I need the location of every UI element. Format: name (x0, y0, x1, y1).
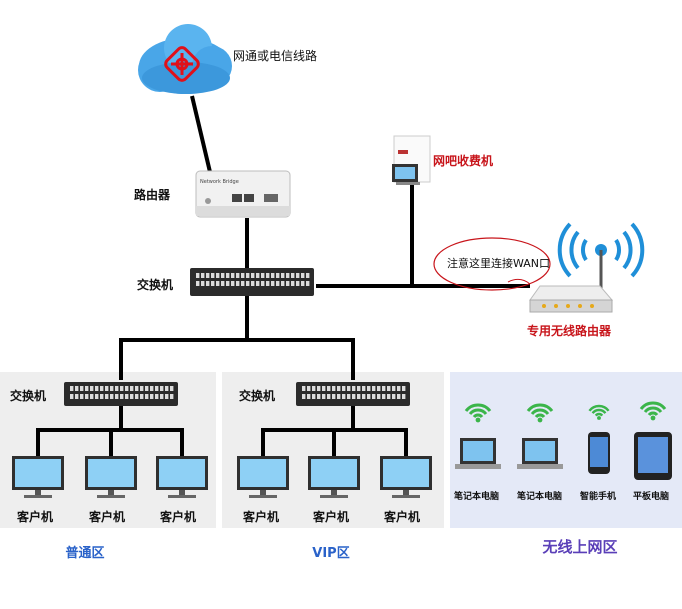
device-label: 笔记本电脑 (454, 492, 500, 502)
client-label: 客户机 (243, 510, 280, 524)
client-label: 客户机 (89, 510, 126, 524)
client-monitor (380, 456, 432, 498)
cloud-label: 网通或电信线路 (233, 49, 318, 63)
router-device: Network Bridge (195, 170, 291, 218)
billing-label: 网吧收费机 (433, 154, 494, 168)
wifi-icon (464, 403, 492, 423)
client-monitor (156, 456, 208, 498)
wireless-devices (455, 401, 672, 480)
router-label: 路由器 (134, 188, 171, 202)
zone-wireless-title: 无线上网区 (542, 538, 618, 556)
client-monitor (12, 456, 64, 498)
zone-vip-switch-label: 交换机 (239, 389, 276, 403)
wifi-icon (588, 404, 610, 420)
client-label: 客户机 (313, 510, 350, 524)
device-label: 智能手机 (580, 492, 617, 502)
zone-normal-title: 普通区 (65, 546, 105, 561)
wifi-icon (639, 401, 667, 421)
zone-vip-title: VIP区 (312, 546, 350, 561)
note-label: 注意这里连接WAN口 (447, 257, 551, 270)
router-brand: Network Bridge (200, 179, 239, 185)
wireless-router-device (529, 222, 645, 313)
wireless-router-label: 专用无线路由器 (527, 324, 612, 338)
client-label: 客户机 (384, 510, 421, 524)
client-monitor (308, 456, 360, 498)
client-label: 客户机 (17, 510, 54, 524)
client-label: 客户机 (160, 510, 197, 524)
device-label: 笔记本电脑 (517, 492, 563, 502)
switch-ports (70, 273, 406, 399)
wifi-icon (526, 403, 554, 423)
client-monitor (85, 456, 137, 498)
note-oval (433, 237, 551, 291)
cloud-icon (138, 24, 232, 94)
billing-computer (392, 135, 431, 185)
device-label: 平板电脑 (633, 492, 670, 502)
core-switch-label: 交换机 (137, 278, 174, 292)
client-monitor (237, 456, 289, 498)
zone-normal-switch-label: 交换机 (10, 389, 47, 403)
